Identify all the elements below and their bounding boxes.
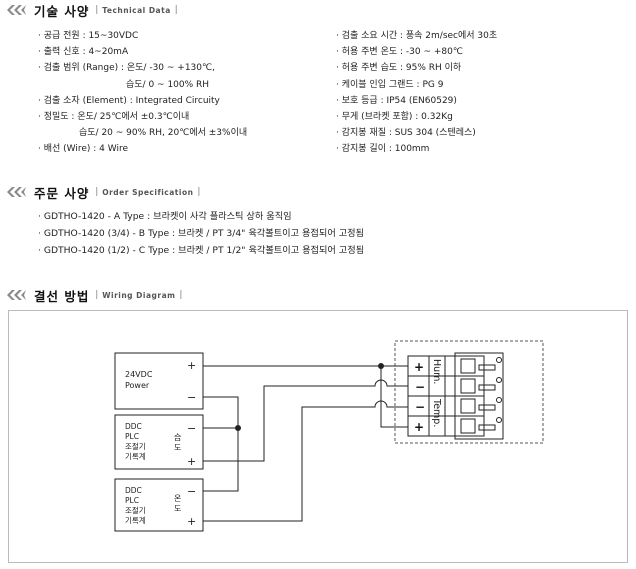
terminal-sign: + [414, 420, 424, 434]
wiring-diagram: 24VDC Power + − DDC PLC 조절기 기록계 습 도 − + … [114, 340, 544, 532]
separator: | [174, 5, 178, 15]
section-subtitle: Wiring Diagram [102, 290, 176, 300]
temp-block-tag: 도 [174, 504, 181, 513]
spec-line: · 무게 (브라켓 포함) : 0.32Kg [336, 112, 453, 123]
temp-block-line: PLC [125, 496, 139, 505]
temp-block-line: 기록계 [125, 515, 146, 525]
tech-spec-right-list: · 검출 소요 시간 : 풍속 2m/sec에서 30초 · 허용 주변 온도 … [336, 28, 497, 158]
order-line: · GDTHO-1420 (3/4) - B Type : 브라켓 / PT 3… [38, 228, 365, 239]
separator: | [95, 187, 99, 197]
hum-block-line: 조절기 [125, 442, 146, 451]
wiring-diagram-frame: 24VDC Power + − DDC PLC 조절기 기록계 습 도 − + … [8, 310, 628, 563]
spec-line: · 허용 주변 온도 : -30 ~ +80℃ [336, 47, 463, 58]
terminal-sign: − [415, 400, 425, 414]
hum-plus-sign: + [187, 455, 196, 468]
separator: | [95, 5, 99, 15]
terminal-hum-label: Hum. [431, 359, 442, 384]
spec-line: · 출력 신호 : 4~20mA [38, 47, 129, 58]
separator: | [197, 187, 201, 197]
spec-line: · 공급 전원 : 15~30VDC [38, 31, 139, 41]
section-subtitle: Order Specification [102, 187, 194, 197]
hum-block-tag: 도 [174, 443, 181, 452]
tech-spec-left-list: · 공급 전원 : 15~30VDC · 출력 신호 : 4~20mA · 검출… [38, 28, 247, 158]
hum-minus-sign: − [187, 422, 196, 435]
spec-line: 습도/ 20 ~ 90% RH, 20℃에서 ±3%이내 [79, 128, 248, 139]
spec-line: · 검출 소자 (Element) : Integrated Circuity [38, 95, 220, 106]
double-chevron-left-icon [7, 187, 26, 197]
spec-line: · 정밀도 : 온도/ 25℃에서 ±0.3℃이내 [38, 112, 190, 123]
separator: | [95, 290, 99, 300]
temp-plus-sign: + [187, 515, 196, 528]
order-line: · GDTHO-1420 - A Type : 브라켓이 사각 플라스틱 상하 … [38, 211, 292, 222]
spec-line: · 보호 등급 : IP54 (EN60529) [336, 95, 457, 106]
spec-line: 습도/ 0 ~ 100% RH [126, 79, 210, 90]
double-chevron-left-icon [7, 290, 26, 300]
separator: | [179, 290, 183, 300]
hum-block-tag: 습 [174, 433, 181, 442]
power-label-line2: Power [125, 381, 150, 390]
order-list: · GDTHO-1420 - A Type : 브라켓이 사각 플라스틱 상하 … [38, 208, 364, 259]
section-header-order-specification: 주문 사양 | Order Specification | [6, 184, 634, 201]
section-header-wiring-diagram: 결선 방법 | Wiring Diagram | [6, 287, 634, 304]
terminal-sign: − [415, 380, 425, 394]
section-title: 기술 사양 [34, 3, 90, 19]
spec-line: · 허용 주변 습도 : 95% RH 이하 [336, 63, 462, 74]
spec-line: · 감지봉 길이 : 100mm [336, 144, 430, 155]
section-title: 결선 방법 [34, 288, 90, 304]
spec-line: · 케이블 인입 그랜드 : PG 9 [336, 79, 444, 90]
power-label-line1: 24VDC [125, 370, 153, 379]
power-box [114, 352, 204, 410]
temp-block-line: DDC [125, 486, 142, 495]
temp-minus-sign: − [187, 485, 196, 498]
section-title: 주문 사양 [34, 185, 90, 201]
spec-line: · 검출 범위 (Range) : 온도/ -30 ~ +130℃, [38, 63, 215, 74]
spec-line: · 감지봉 재질 : SUS 304 (스텐레스) [336, 128, 476, 139]
order-line: · GDTHO-1420 (1/2) - C Type : 브라켓 / PT 1… [38, 245, 365, 256]
temp-block-tag: 온 [174, 494, 181, 503]
hum-block-box [114, 414, 204, 470]
hum-block-line: 기록계 [125, 451, 146, 461]
section-header-technical-data: 기술 사양 | Technical Data | [6, 2, 634, 19]
double-chevron-left-icon [7, 5, 26, 15]
power-plus-sign: + [187, 359, 196, 372]
section-subtitle: Technical Data [102, 5, 171, 15]
terminal-sign: + [414, 360, 424, 374]
spec-line: · 배선 (Wire) : 4 Wire [38, 144, 128, 155]
temp-block-line: 조절기 [125, 506, 146, 515]
terminal-temp-label: Temp. [431, 398, 442, 427]
hum-block-line: PLC [125, 432, 139, 441]
temp-block-box [114, 478, 204, 532]
hum-block-line: DDC [125, 422, 142, 431]
power-minus-sign: − [187, 391, 196, 404]
spec-line: · 검출 소요 시간 : 풍속 2m/sec에서 30초 [336, 31, 498, 41]
